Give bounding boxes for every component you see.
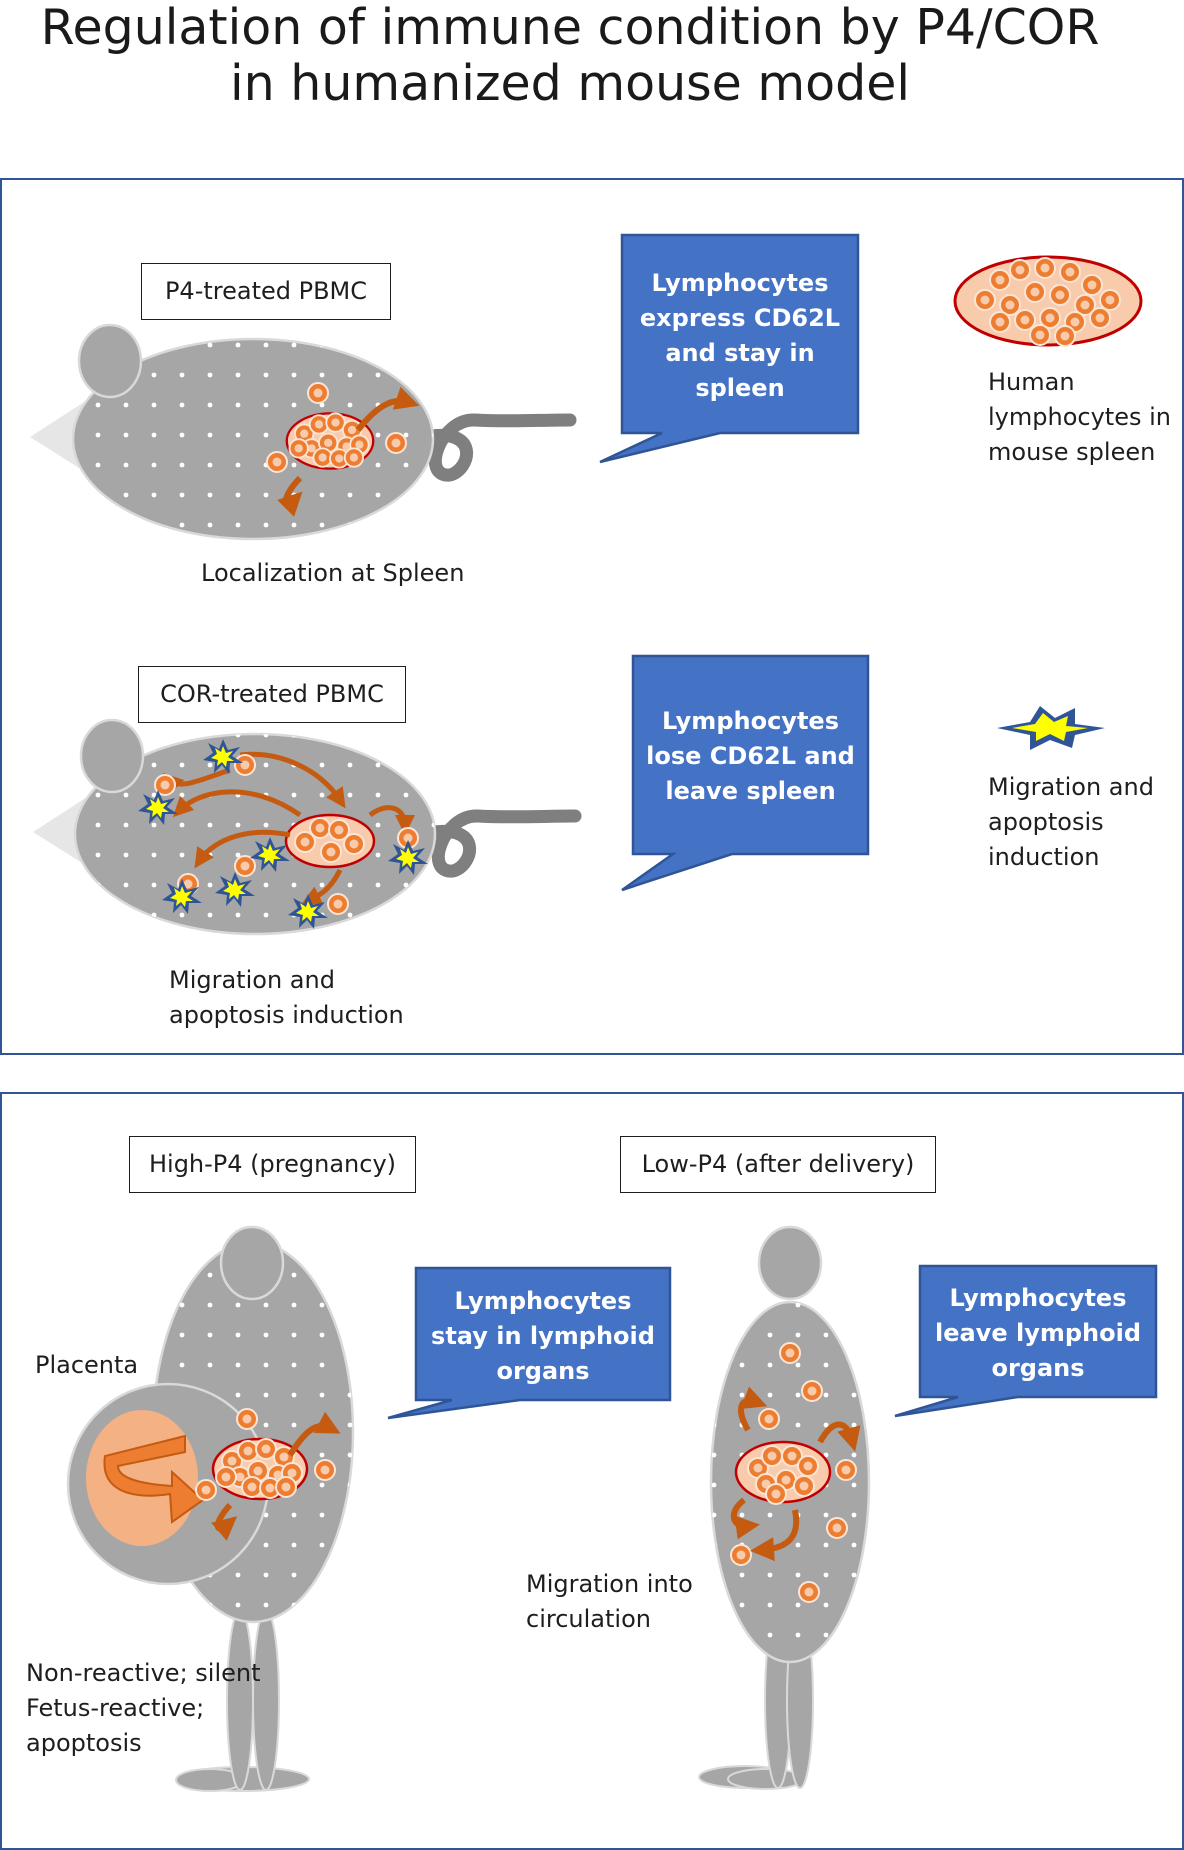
p4-caption: Localization at Spleen [201,559,465,587]
cor-caption-line-2: apoptosis induction [169,1001,404,1029]
low-callout-line-2: leave lymphoid [934,1319,1141,1347]
title-line-1: Regulation of immune condition by P4/COR [40,0,1100,56]
title-line-2: in humanized mouse model [230,55,910,113]
high-callout-line-3: organs [496,1357,590,1385]
postpartum-spleen [734,1440,832,1505]
p4-callout-line-2: express CD62L [639,304,841,332]
p4-callout: Lymphocytes express CD62L and stay in sp… [622,266,858,406]
low-p4-callout: Lymphocytes leave lymphoid organs [920,1281,1156,1386]
p4-treated-label: P4-treated PBMC [141,263,391,320]
high-callout-line-2: stay in lymphoid [431,1322,655,1350]
spleen-legend-line-2: lymphocytes in [988,403,1171,431]
low-p4-label: Low-P4 (after delivery) [620,1136,936,1193]
p4-callout-line-1: Lymphocytes [651,269,829,297]
cor-callout-line-1: Lymphocytes [662,707,839,735]
spleen-legend-line-1: Human [988,368,1075,396]
cor-caption: Migration and apoptosis induction [169,963,404,1033]
low-caption-line-1: Migration into [526,1570,693,1598]
high-p4-notes: Non-reactive; silent Fetus-reactive; apo… [26,1656,261,1761]
p4-callout-line-4: spleen [695,374,785,402]
low-caption-line-2: circulation [526,1605,651,1633]
postpartum-figure [698,1225,871,1790]
cor-callout-line-3: leave spleen [665,777,836,805]
spleen-legend-line-3: mouse spleen [988,438,1156,466]
cor-mouse [33,718,582,936]
burst-legend-icon [997,706,1105,750]
p4-mouse [30,323,577,541]
high-p4-label: High-P4 (pregnancy) [129,1136,416,1193]
burst-legend-line-2: apoptosis [988,808,1104,836]
low-callout-line-1: Lymphocytes [949,1284,1127,1312]
cor-spleen [284,813,376,869]
spleen-legend-icon [953,255,1143,347]
mouse-model-panel [0,178,1184,1055]
placenta-label: Placenta [35,1351,139,1379]
burst-legend-line-3: induction [988,843,1100,871]
high-callout-line-1: Lymphocytes [454,1287,632,1315]
notes-line-3: apoptosis [26,1729,142,1757]
notes-line-2: Fetus-reactive; [26,1694,205,1722]
cor-callout: Lymphocytes lose CD62L and leave spleen [633,704,868,809]
low-p4-caption: Migration into circulation [526,1567,693,1637]
pregnant-figure [66,1225,355,1792]
cor-caption-line-1: Migration and [169,966,335,994]
callout-shapes [387,233,1158,1420]
notes-line-1: Non-reactive; silent [26,1659,261,1687]
spleen-legend-text: Human lymphocytes in mouse spleen [988,365,1171,470]
cor-treated-label: COR-treated PBMC [138,666,406,723]
human-pregnancy-panel [0,1092,1184,1850]
cor-callout-line-2: lose CD62L and [646,742,855,770]
high-p4-callout: Lymphocytes stay in lymphoid organs [416,1284,670,1389]
burst-legend-text: Migration and apoptosis induction [988,770,1154,875]
low-callout-line-3: organs [991,1354,1085,1382]
burst-legend-line-1: Migration and [988,773,1154,801]
p4-callout-line-3: and stay in [665,339,815,367]
page-title: Regulation of immune condition by P4/COR… [0,0,1140,113]
